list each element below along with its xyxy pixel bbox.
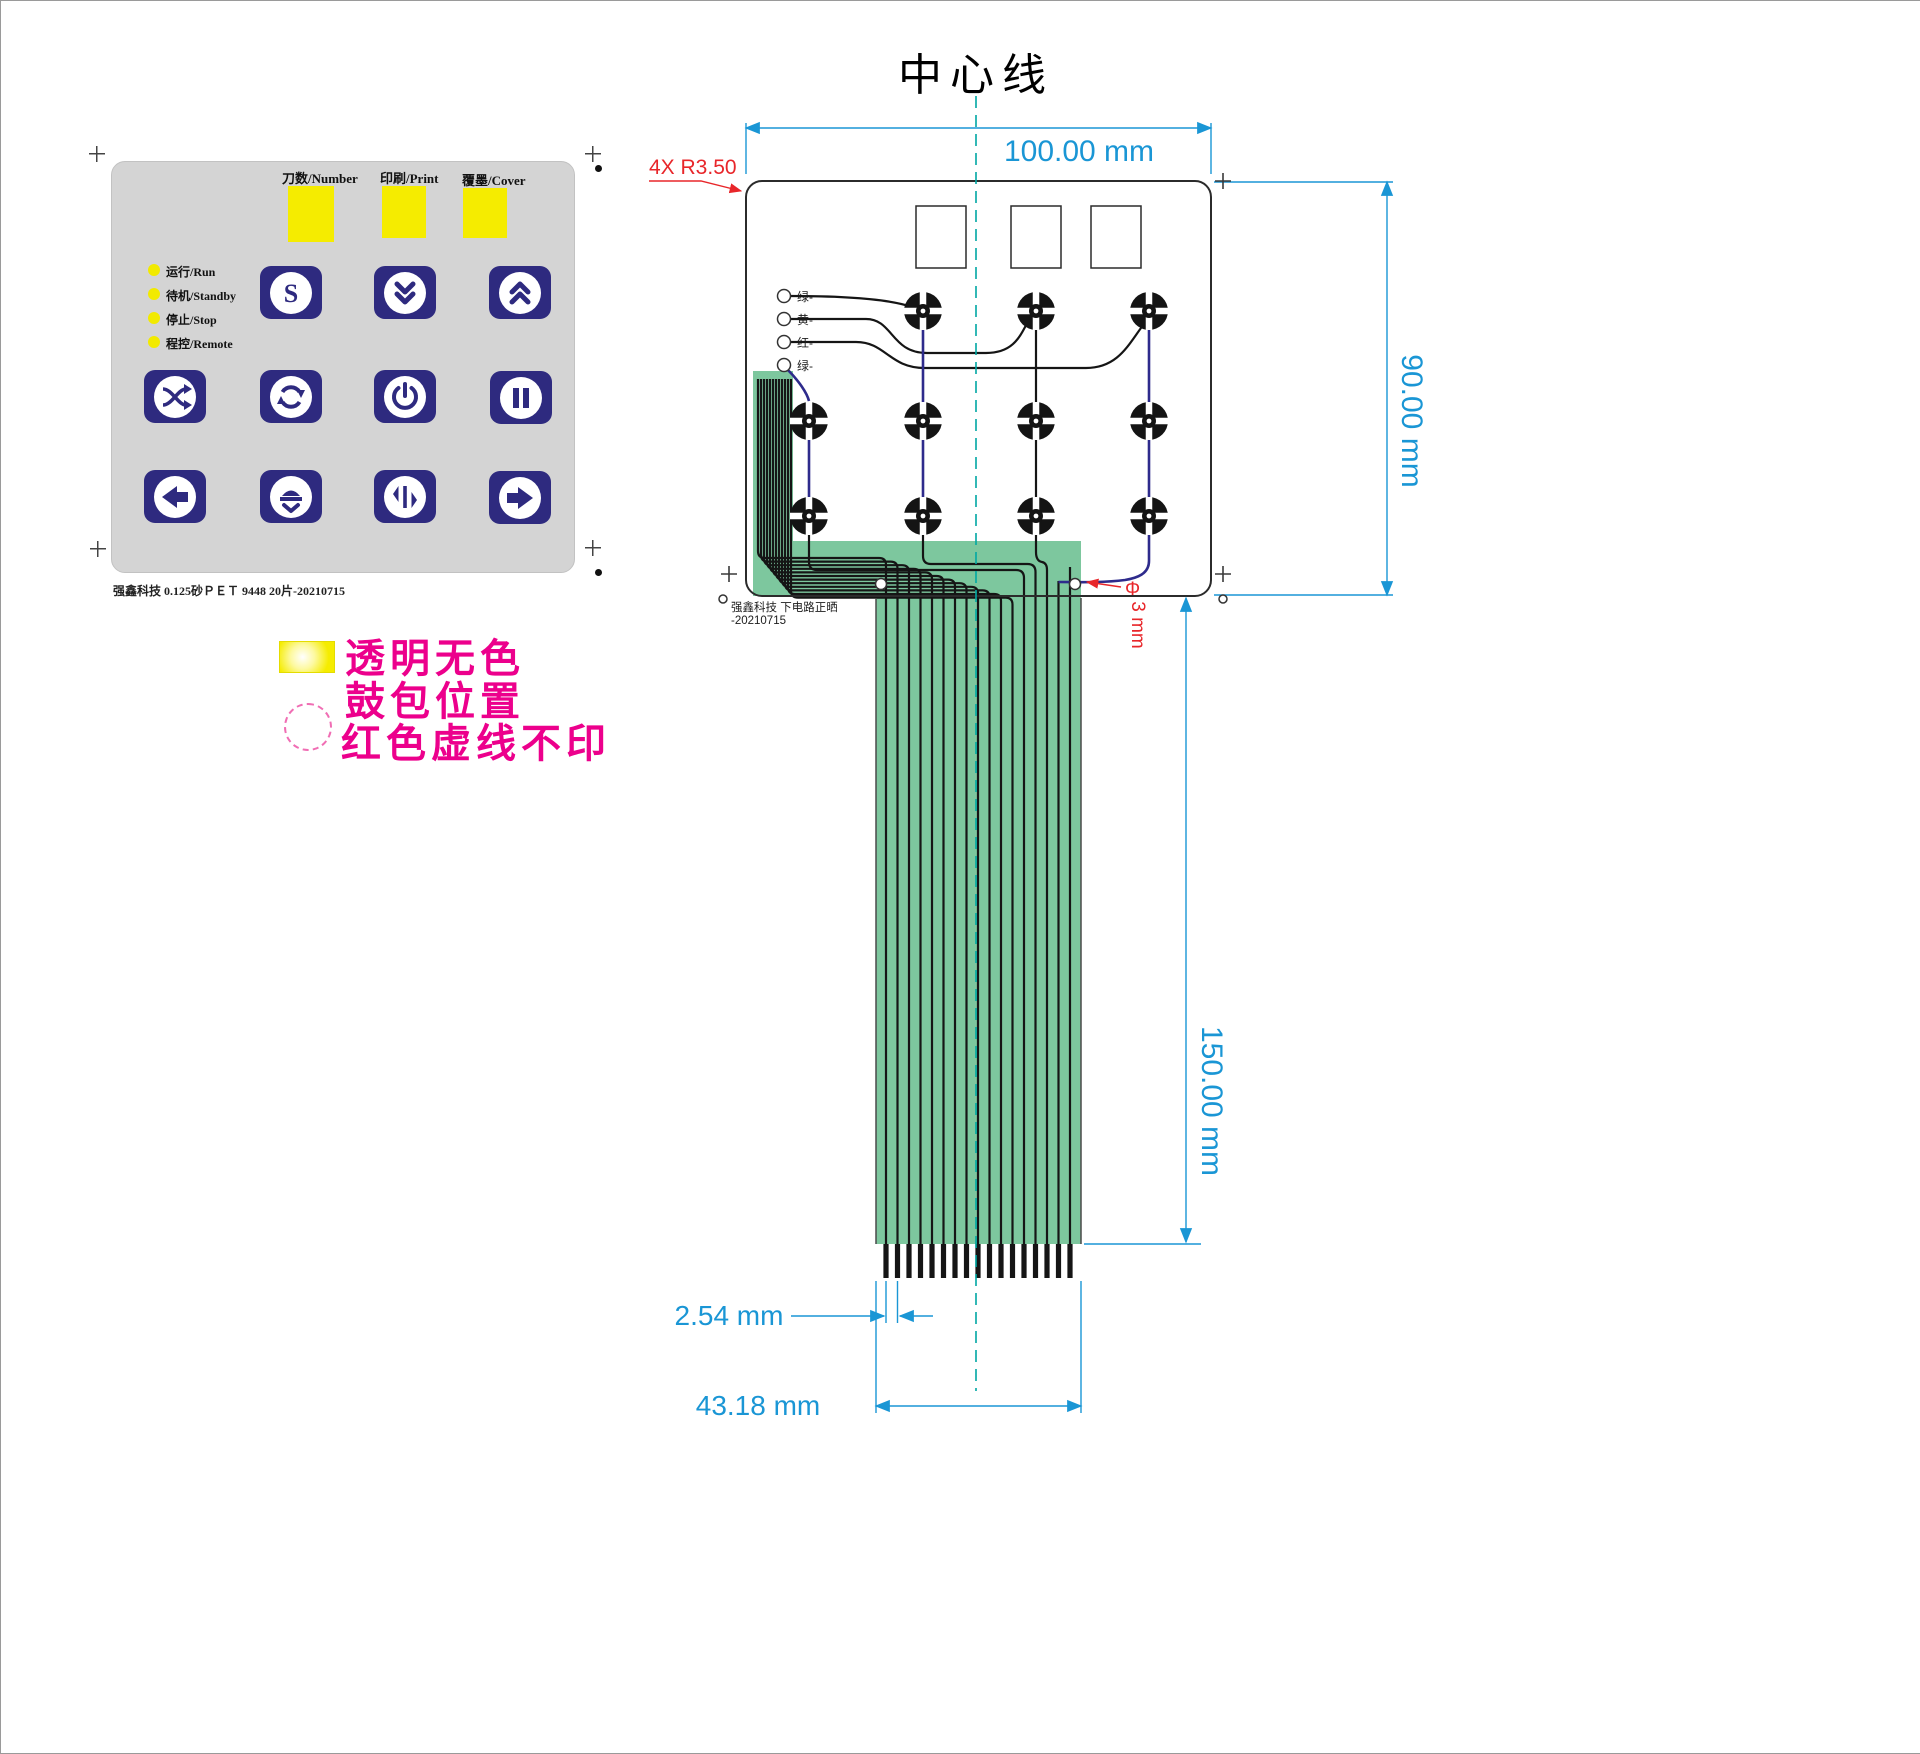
run-indicator-label: 运行/Run xyxy=(166,265,216,279)
registration-cross xyxy=(585,540,601,556)
stop-indicator-led xyxy=(148,312,160,324)
registration-cross xyxy=(90,541,106,557)
run-indicator-led xyxy=(148,264,160,276)
pause-icon xyxy=(500,376,542,419)
registration-cross xyxy=(585,146,601,162)
dim-tail-length: 150.00 mm xyxy=(1084,596,1228,1245)
remote-indicator-label: 程控/Remote xyxy=(166,337,233,351)
black-traces xyxy=(756,294,1145,1244)
cover-display-window xyxy=(463,188,507,238)
panel-spec-note: 强鑫科技 0.125砂ＰＥＴ 9448 20片-20210715 xyxy=(113,584,345,598)
window-label-cover: 覆墨/Cover xyxy=(462,173,526,188)
registration-marks xyxy=(718,172,1232,604)
wire-label-green-2: 绿- xyxy=(797,358,813,373)
double-down-button xyxy=(374,266,436,319)
connector-pins xyxy=(883,1244,1073,1278)
legend-line-2: 鼓包位置 xyxy=(345,680,525,724)
dim-connector-width: 43.18 mm xyxy=(696,1281,1083,1421)
pause-button xyxy=(490,371,552,424)
s-button: S xyxy=(260,266,322,319)
legend-line-3: 红色虚线不印 xyxy=(341,722,611,766)
hole-diameter-label: 3 mm xyxy=(1127,601,1148,649)
red-dashed-circle-sample xyxy=(284,703,332,751)
cycle-button xyxy=(260,370,322,423)
shuffle-icon xyxy=(154,375,196,418)
dim-connector-width-label: 43.18 mm xyxy=(696,1390,821,1421)
window-label-number: 刀数/Number xyxy=(282,171,358,186)
page-title: 中心线 xyxy=(898,51,1054,100)
number-display-window xyxy=(288,186,334,242)
corner-radius-callout: 4X R3.50 xyxy=(649,156,743,194)
chevron-double-up-icon xyxy=(499,271,541,314)
display-window-cutouts xyxy=(915,205,1142,269)
dim-width-label: 100.00 mm xyxy=(1004,135,1154,168)
mounting-hole xyxy=(874,577,888,591)
wire-label-yellow: 黄- xyxy=(797,313,813,327)
window-label-print: 印刷/Print xyxy=(380,171,439,186)
power-button xyxy=(374,370,436,423)
print-display-window xyxy=(382,186,426,238)
dim-height-label: 90.00 mm xyxy=(1395,354,1428,487)
circuit-drawing: 绿- 黄- 红- 绿- 100.00 mm xyxy=(649,96,1428,1421)
circuit-note-line-2: -20210715 xyxy=(731,615,786,627)
power-icon xyxy=(384,375,426,418)
stop-indicator-label: 停止/Stop xyxy=(166,313,217,327)
legend-line-1: 透明无色 xyxy=(345,637,525,681)
remote-indicator-led xyxy=(148,336,160,348)
shuffle-button xyxy=(144,370,206,423)
circuit-note-line-1: 强鑫科技 下电路正晒 xyxy=(731,600,838,614)
s-icon: S xyxy=(270,271,312,314)
dim-width: 100.00 mm xyxy=(744,121,1213,174)
flex-board-outline xyxy=(745,180,1212,597)
press-platen-icon xyxy=(270,475,312,518)
double-up-button xyxy=(489,266,551,319)
up-down-step-icon xyxy=(384,475,426,518)
flex-board-body xyxy=(746,181,1211,596)
dim-pitch-label: 2.54 mm xyxy=(675,1300,784,1331)
led-wire-stubs: 绿- 黄- 红- 绿- xyxy=(776,288,813,373)
hole-diameter-callout: Φ 3 mm xyxy=(1085,578,1148,649)
chevron-double-down-icon xyxy=(384,271,426,314)
dim-tail-label: 150.00 mm xyxy=(1195,1026,1228,1176)
mounting-hole xyxy=(1068,577,1082,591)
step-button xyxy=(374,470,436,523)
svg-text:S: S xyxy=(284,279,298,308)
rotate-arrows-icon xyxy=(270,375,312,418)
arrow-right-icon xyxy=(499,476,541,519)
wire-label-red: 红- xyxy=(797,335,813,350)
press-button xyxy=(260,470,322,523)
transparent-window-swatch xyxy=(279,641,335,673)
registration-cross xyxy=(89,146,105,162)
registration-dot xyxy=(595,165,602,172)
standby-indicator-label: 待机/Standby xyxy=(166,289,237,303)
back-button xyxy=(144,470,206,523)
wire-label-green-1: 绿- xyxy=(797,289,813,304)
registration-dot xyxy=(595,569,602,576)
corner-radius-label: 4X R3.50 xyxy=(649,156,737,179)
dim-pitch: 2.54 mm xyxy=(675,1281,933,1331)
hole-diameter-symbol: Φ xyxy=(1125,579,1140,600)
dim-height: 90.00 mm xyxy=(1214,180,1428,597)
arrow-left-icon xyxy=(154,475,196,518)
standby-indicator-led xyxy=(148,288,160,300)
forward-button xyxy=(489,471,551,524)
